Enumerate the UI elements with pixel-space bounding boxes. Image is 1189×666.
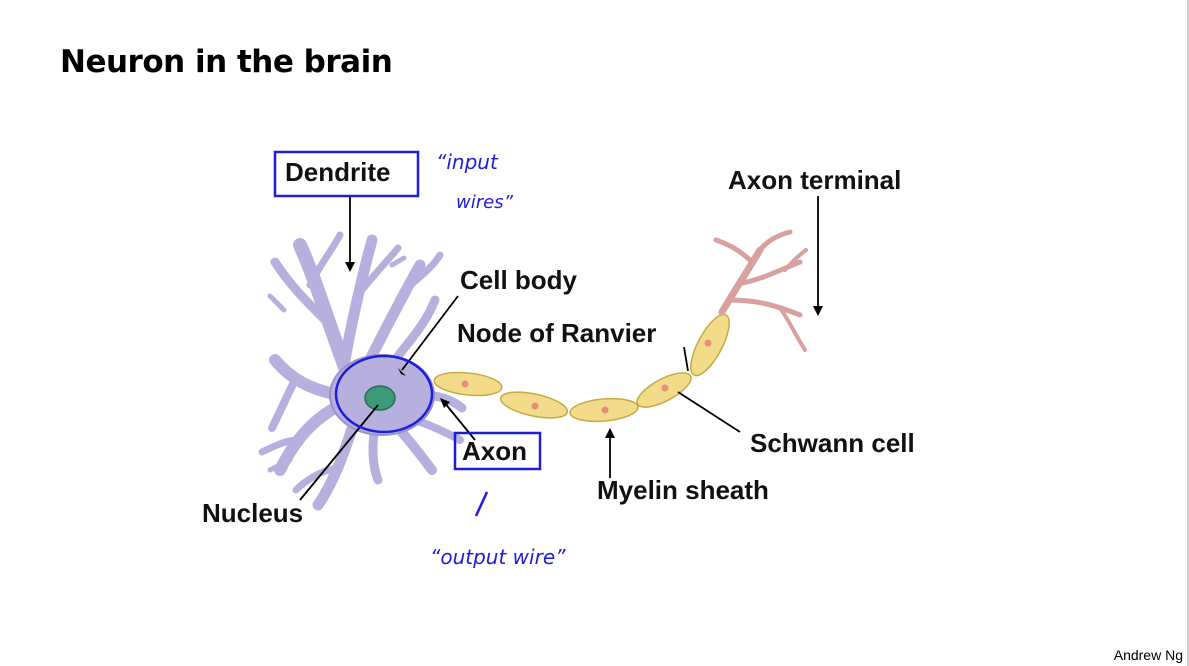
author-credit: Andrew Ng	[1113, 647, 1183, 663]
label-node-of-ranvier: Node of Ranvier	[457, 318, 657, 348]
note-output-wire: “output wire”	[430, 545, 566, 569]
axon-terminal-branches	[713, 229, 808, 352]
label-myelin-sheath: Myelin sheath	[597, 475, 769, 505]
slide-edge	[1187, 0, 1189, 666]
label-schwann-cell: Schwann cell	[750, 428, 915, 458]
note-input-line1: “input	[436, 150, 498, 174]
myelin-segments	[433, 313, 730, 423]
page-title: Neuron in the brain	[60, 44, 393, 80]
pointer-lines	[299, 196, 823, 501]
cell-body-highlight-circle	[334, 354, 434, 434]
label-dendrite: Dendrite	[285, 157, 391, 187]
label-axon: Axon	[462, 436, 527, 466]
label-cell-body: Cell body	[460, 265, 578, 295]
nucleus-shape	[364, 385, 396, 411]
note-input-line2: wires”	[456, 192, 513, 213]
dendrite-highlight-box	[273, 150, 420, 198]
axon-highlight-box	[453, 431, 542, 471]
label-axon-terminal: Axon terminal	[728, 165, 902, 195]
label-nucleus: Nucleus	[202, 498, 304, 528]
handwritten-annotations	[273, 150, 542, 517]
